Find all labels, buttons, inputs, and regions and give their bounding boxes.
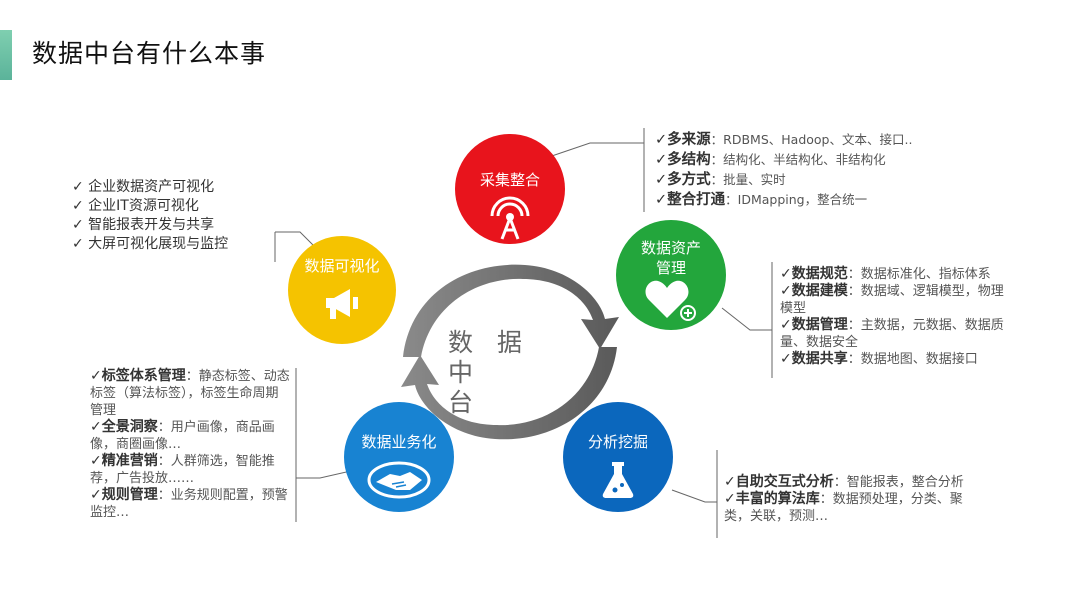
center-label: 数 据 中 台 xyxy=(448,328,558,418)
block-visual-item: ✓ 企业IT资源可视化 xyxy=(72,198,199,214)
node-asset-label: 数据资产 管理 xyxy=(640,239,701,277)
megaphone-icon xyxy=(326,289,358,319)
node-analysis: 分析挖掘 xyxy=(563,402,673,512)
connector-collect xyxy=(539,142,644,161)
block-collect-item: ✓多结构：结构化、半结构化、非结构化 xyxy=(655,152,886,168)
title-accent-bar xyxy=(0,30,12,80)
handshake-icon xyxy=(367,461,431,499)
center-label-line1: 数 据 中 xyxy=(448,328,530,387)
block-collect-item: ✓多来源：RDBMS、Hadoop、文本、接口.. xyxy=(655,132,913,148)
block-analysis-item: ✓丰富的算法库：数据预处理，分类、聚类，关联，预测… xyxy=(724,491,963,524)
block-visual-item: ✓ 智能报表开发与共享 xyxy=(72,217,215,233)
block-asset-item: ✓数据管理：主数据，元数据、数据质量、数据安全 xyxy=(780,317,1004,350)
block-visual-item: ✓ 企业数据资产可视化 xyxy=(72,179,215,195)
node-asset: 数据资产 管理 xyxy=(616,220,726,330)
ring-arrow-bottom xyxy=(401,347,617,440)
block-visual-item: ✓ 大屏可视化展现与监控 xyxy=(72,236,229,252)
node-visual-label: 数据可视化 xyxy=(304,257,380,275)
heart-plus-icon xyxy=(645,280,696,321)
ring-arrow-top xyxy=(403,264,619,357)
node-business-label: 数据业务化 xyxy=(361,433,437,451)
block-asset-item: ✓数据建模：数据域、逻辑模型，物理模型 xyxy=(780,283,1004,316)
connector-asset xyxy=(721,307,772,331)
block-asset: ✓数据规范：数据标准化、指标体系 ✓数据建模：数据域、逻辑模型，物理模型 ✓数据… xyxy=(780,266,1005,368)
center-label-line2: 台 xyxy=(448,388,482,417)
block-business-item: ✓规则管理：业务规则配置，预警监控… xyxy=(90,487,288,520)
node-collect: 采集整合 xyxy=(455,134,565,244)
node-collect-label: 采集整合 xyxy=(479,171,540,189)
block-asset-item: ✓数据规范：数据标准化、指标体系 xyxy=(780,266,991,282)
flask-icon xyxy=(602,462,634,498)
block-visual: ✓ 企业数据资产可视化 ✓ 企业IT资源可视化 ✓ 智能报表开发与共享 ✓ 大屏… xyxy=(72,178,272,254)
block-business-item: ✓标签体系管理：静态标签、动态标签（算法标签），标签生命周期管理 xyxy=(90,368,290,418)
node-visual: 数据可视化 xyxy=(288,236,396,344)
block-analysis: ✓自助交互式分析：智能报表，整合分析 ✓丰富的算法库：数据预处理，分类、聚类，关… xyxy=(724,474,986,525)
cycle-ring xyxy=(401,264,619,440)
connector-analysis xyxy=(671,489,717,503)
block-business-item: ✓全景洞察：用户画像，商品画像，商圈画像… xyxy=(90,419,275,452)
page-title: 数据中台有什么本事 xyxy=(32,39,267,68)
block-business-item: ✓精准营销：人群筛选，智能推荐，广告投放…… xyxy=(90,453,275,486)
node-business: 数据业务化 xyxy=(344,402,454,512)
block-business: ✓标签体系管理：静态标签、动态标签（算法标签），标签生命周期管理 ✓全景洞察：用… xyxy=(90,368,290,521)
signal-tower-icon xyxy=(490,196,530,240)
block-analysis-item: ✓自助交互式分析：智能报表，整合分析 xyxy=(724,474,964,490)
block-collect: ✓多来源：RDBMS、Hadoop、文本、接口.. ✓多结构：结构化、半结构化、… xyxy=(655,130,955,210)
block-asset-item: ✓数据共享：数据地图、数据接口 xyxy=(780,351,978,367)
node-analysis-label: 分析挖掘 xyxy=(587,433,648,451)
block-collect-item: ✓整合打通：IDMapping，整合统一 xyxy=(655,192,868,208)
block-collect-item: ✓多方式：批量、实时 xyxy=(655,172,786,188)
